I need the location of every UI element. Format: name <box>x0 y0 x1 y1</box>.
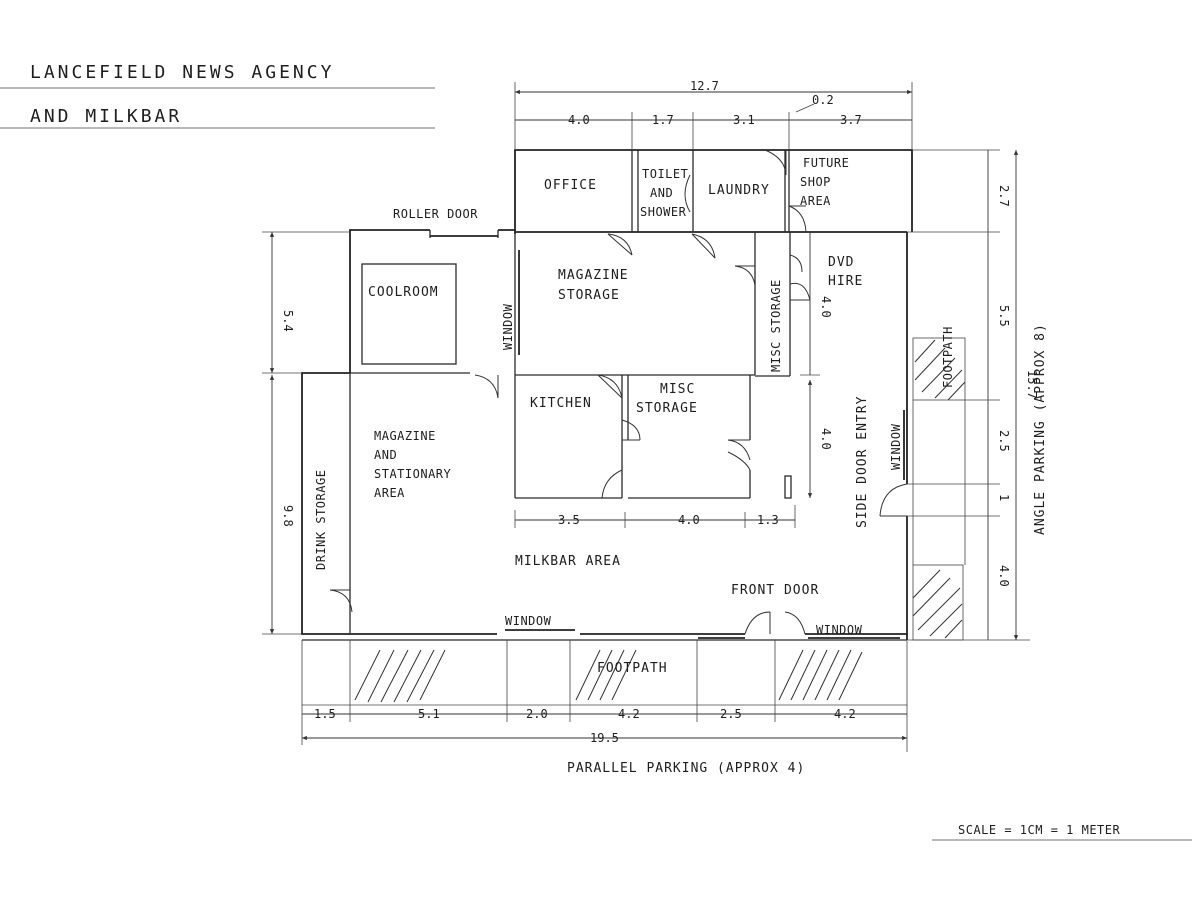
room-coolroom: COOLROOM <box>368 285 439 300</box>
dim-bottom-2: 5.1 <box>418 707 440 721</box>
dim-bottom-1: 1.5 <box>314 707 336 721</box>
dim-left-lower: 9.8 <box>281 505 295 527</box>
dim-right-1: 2.7 <box>997 185 1011 207</box>
dim-bottom-6: 4.2 <box>834 707 856 721</box>
dim-inner-h-1: 3.5 <box>558 513 580 527</box>
dim-right-3: 2.5 <box>997 430 1011 452</box>
dim-inner-h-3: 1.3 <box>757 513 779 527</box>
footpath-hatching <box>302 337 966 706</box>
label-window-right: WINDOW <box>889 423 903 470</box>
annotations: ROLLER DOOR WINDOW WINDOW WINDOW WINDOW … <box>393 207 1192 841</box>
doors <box>329 149 908 635</box>
room-magazine-storage-1: MAGAZINE <box>558 268 629 283</box>
room-toilet-3: SHOWER <box>640 205 687 219</box>
dimension-lines: 12.7 4.0 1.7 3.1 3.7 0.2 5.4 9.8 4.0 4.0… <box>262 79 1039 752</box>
room-misc-storage-1: MISC <box>660 382 695 397</box>
label-scale: SCALE = 1CM = 1 METER <box>958 823 1120 837</box>
label-window-bottom-right: WINDOW <box>816 623 863 637</box>
dim-right-total: 15.7 <box>1025 370 1039 399</box>
dim-inner-upper: 4.0 <box>819 296 833 318</box>
room-magazine-storage-2: STORAGE <box>558 288 620 303</box>
room-drink-storage: DRINK STORAGE <box>314 470 328 570</box>
room-kitchen: KITCHEN <box>530 396 592 411</box>
openings <box>429 230 905 639</box>
dim-bottom-5: 2.5 <box>720 707 742 721</box>
label-window-bottom-left: WINDOW <box>505 614 552 628</box>
label-parallel-parking: PARALLEL PARKING (APPROX 4) <box>567 761 805 776</box>
label-front-door: FRONT DOOR <box>731 583 819 598</box>
dim-bottom-3: 2.0 <box>526 707 548 721</box>
room-magazine-area-1: MAGAZINE <box>374 429 436 443</box>
dim-bottom-4: 4.2 <box>618 707 640 721</box>
label-roller-door: ROLLER DOOR <box>393 207 478 221</box>
dim-bottom-total: 19.5 <box>590 731 619 745</box>
room-magazine-area-4: AREA <box>374 486 405 500</box>
dim-inner-lower: 4.0 <box>819 428 833 450</box>
title-block: LANCEFIELD NEWS AGENCY AND MILKBAR <box>0 62 435 129</box>
room-toilet-2: AND <box>650 186 673 200</box>
label-window-left: WINDOW <box>501 303 515 350</box>
label-footpath-bottom: FOOTPATH <box>597 661 668 676</box>
room-dvd-1: DVD <box>828 255 854 270</box>
room-milkbar-area: MILKBAR AREA <box>515 554 621 569</box>
room-dvd-2: HIRE <box>828 274 863 289</box>
dim-top-small: 0.2 <box>812 93 834 107</box>
room-laundry: LAUNDRY <box>708 183 770 198</box>
room-magazine-area-3: STATIONARY <box>374 467 452 481</box>
title-line-2: AND MILKBAR <box>30 106 182 127</box>
room-future-1: FUTURE <box>803 156 849 170</box>
dim-inner-h-2: 4.0 <box>678 513 700 527</box>
dim-top-3: 3.1 <box>733 113 755 127</box>
dim-left-upper: 5.4 <box>281 310 295 332</box>
dim-top-2: 1.7 <box>652 113 674 127</box>
room-misc-storage-vertical: MISC STORAGE <box>769 279 783 372</box>
dim-right-4: 1 <box>997 494 1011 501</box>
title-line-1: LANCEFIELD NEWS AGENCY <box>30 62 334 83</box>
dim-top-1: 4.0 <box>568 113 590 127</box>
room-misc-storage-2: STORAGE <box>636 401 698 416</box>
label-angle-parking: ANGLE PARKING (APPROX 8) <box>1033 323 1048 535</box>
room-side-door-entry: SIDE DOOR ENTRY <box>855 396 870 528</box>
dim-right-2: 5.5 <box>997 305 1011 327</box>
dim-right-5: 4.0 <box>997 565 1011 587</box>
coolroom-box <box>361 263 457 365</box>
room-magazine-area-2: AND <box>374 448 397 462</box>
room-labels: OFFICE TOILET AND SHOWER LAUNDRY FUTURE … <box>314 156 870 570</box>
room-future-3: AREA <box>800 194 831 208</box>
dim-top-total: 12.7 <box>690 79 719 93</box>
room-toilet-1: TOILET <box>642 167 688 181</box>
room-office: OFFICE <box>544 178 597 193</box>
label-footpath-right: FOOTPATH <box>941 326 955 388</box>
dim-top-4: 3.7 <box>840 113 862 127</box>
room-future-2: SHOP <box>800 175 831 189</box>
